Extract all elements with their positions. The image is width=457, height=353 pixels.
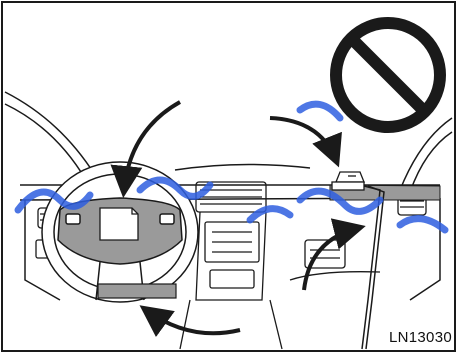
curved-arrow-icon — [146, 310, 240, 333]
curved-arrow-icon — [304, 228, 358, 290]
figure-code: LN13030 — [387, 328, 454, 347]
object-on-dashboard — [332, 172, 364, 190]
prohibition-icon — [336, 23, 440, 127]
knee-panel — [98, 284, 176, 298]
curved-arrow-icon — [270, 118, 336, 160]
item-on-steering-pad — [100, 208, 138, 240]
